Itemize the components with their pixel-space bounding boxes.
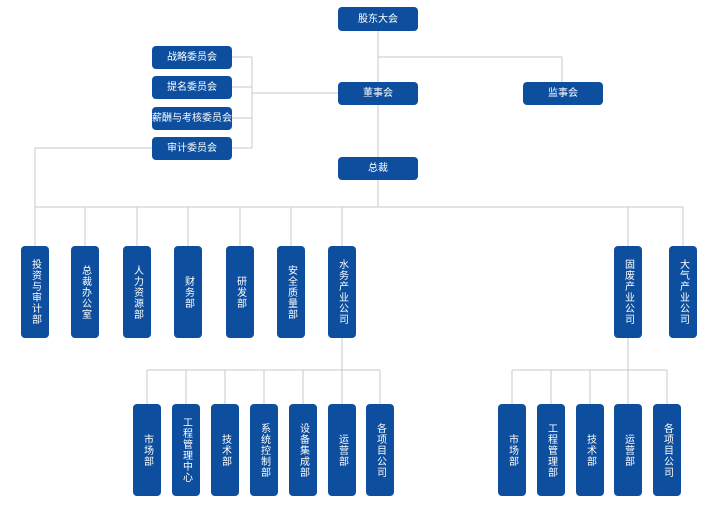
department-box: 人力资源部: [123, 246, 151, 338]
waste-subunit-box: 运营部: [614, 404, 642, 496]
department-box: 研发部: [226, 246, 254, 338]
department-box: 总裁办公室: [71, 246, 99, 338]
water-subunit-box: 设备集成部: [289, 404, 317, 496]
nomination-committee-box: 提名委员会: [152, 76, 232, 99]
strategy-committee-box: 战略委员会: [152, 46, 232, 69]
department-box: 财务部: [174, 246, 202, 338]
water-subunit-box: 系统控制部: [250, 404, 278, 496]
waste-subunit-box: 各项目公司: [653, 404, 681, 496]
board-of-supervisors-box: 监事会: [523, 82, 603, 105]
water-subunit-box: 市场部: [133, 404, 161, 496]
water-subunit-box: 运营部: [328, 404, 356, 496]
audit-committee-box: 审计委员会: [152, 137, 232, 160]
waste-subunit-box: 工程管理部: [537, 404, 565, 496]
shareholders-meeting-box: 股东大会: [338, 7, 418, 31]
water-industry-company-box: 水务产业公司: [328, 246, 356, 338]
waste-subunit-box: 市场部: [498, 404, 526, 496]
atmosphere-industry-company-box: 大气产业公司: [669, 246, 697, 338]
water-subunit-box: 各项目公司: [366, 404, 394, 496]
waste-subunit-box: 技术部: [576, 404, 604, 496]
department-box: 安全质量部: [277, 246, 305, 338]
water-subunit-box: 工程管理中心: [172, 404, 200, 496]
department-box: 投资与审计部: [21, 246, 49, 338]
president-box: 总裁: [338, 157, 418, 180]
water-subunit-box: 技术部: [211, 404, 239, 496]
board-of-directors-box: 董事会: [338, 82, 418, 105]
solid-waste-industry-company-box: 固废产业公司: [614, 246, 642, 338]
remuneration-committee-box: 薪酬与考核委员会: [152, 107, 232, 130]
